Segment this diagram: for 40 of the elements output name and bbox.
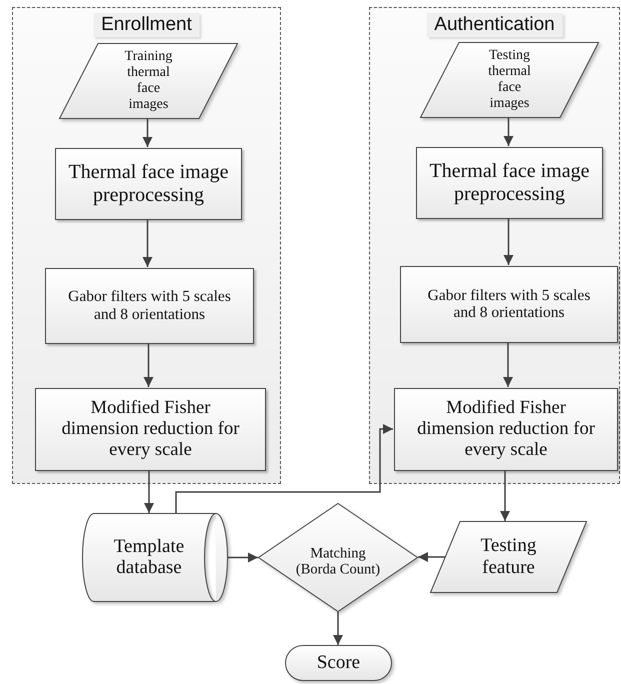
step-label: Matching (Borda Count): [294, 544, 382, 578]
process-box: [394, 388, 618, 471]
arrow: [500, 470, 510, 521]
arrow: [142, 219, 152, 267]
arrow: [504, 117, 514, 146]
terminator-capsule: [285, 645, 392, 681]
input-parallelogram: [420, 42, 599, 118]
arrow: [144, 470, 154, 513]
arrow: [418, 552, 445, 562]
step-label: Score: [316, 652, 362, 674]
database-cylinder: [82, 513, 228, 602]
step-label: Thermal face image preprocessing: [428, 160, 590, 206]
step-label: Gabor filters with 5 scales and 8 orientations: [67, 288, 232, 324]
step-label: Gabor filters with 5 scales and 8 orientations: [426, 286, 592, 322]
group-panel: [12, 7, 281, 484]
group-panel: [369, 7, 620, 484]
decision-diamond: [258, 503, 418, 612]
arrow: [503, 342, 513, 387]
arrow: [228, 552, 258, 562]
group-heading: Authentication: [426, 13, 563, 37]
step-label: Testing thermal face images: [487, 48, 532, 112]
arrow: [144, 343, 154, 387]
input-parallelogram: [430, 521, 587, 593]
process-box: [35, 388, 266, 471]
step-label: Thermal face image preprocessing: [68, 161, 230, 207]
group-heading: Enrollment: [93, 13, 200, 37]
process-box: [45, 268, 254, 344]
step-label: Modified Fisher dimension reduction for every scale: [416, 398, 596, 462]
arrow: [175, 424, 393, 513]
arrow: [142, 118, 152, 147]
step-label: Testing feature: [480, 535, 538, 579]
arrow: [504, 218, 514, 265]
input-parallelogram: [59, 43, 238, 119]
process-box: [416, 147, 603, 219]
step-label: Template database: [112, 536, 186, 580]
step-label: Training thermal face images: [124, 48, 174, 114]
process-box: [55, 148, 242, 220]
step-label: Modified Fisher dimension reduction for every scale: [60, 398, 240, 462]
arrow: [333, 612, 343, 645]
process-box: [400, 266, 618, 343]
